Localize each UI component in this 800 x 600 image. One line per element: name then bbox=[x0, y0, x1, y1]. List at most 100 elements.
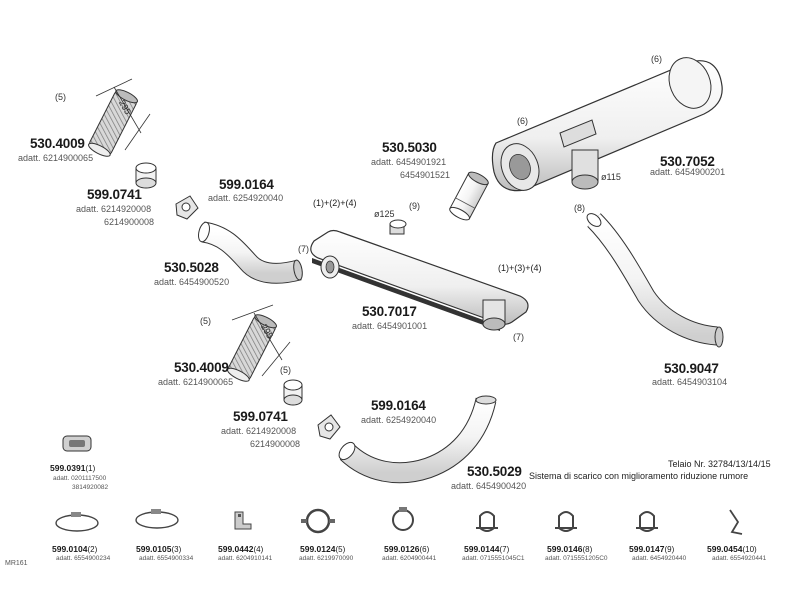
part-code: 530.4009 bbox=[174, 360, 229, 375]
bottom-part-num: (9) bbox=[664, 545, 675, 554]
bottom-part-num: (5) bbox=[335, 545, 346, 554]
part-adatt: adatt. 6454900520 bbox=[154, 277, 230, 287]
bottom-part-code-text: 599.0105 bbox=[136, 544, 172, 554]
system-description: Sistema di scarico con miglioramento rid… bbox=[529, 471, 749, 481]
part-adatt: adatt. 6214900065 bbox=[158, 377, 234, 387]
note-muffler-right: (1)+(3)+(4) bbox=[498, 263, 542, 273]
bottom-part-adatt: adatt. 6204900441 bbox=[382, 555, 437, 562]
part-code: 599.0741 bbox=[233, 409, 288, 424]
bottom-part-num: (10) bbox=[742, 545, 757, 554]
ref-ring-bottom: (5) bbox=[280, 365, 291, 375]
silencer-530-7052 bbox=[491, 57, 723, 192]
note-muffler-top: (1)+(2)+(4) bbox=[313, 198, 357, 208]
side-part-code: 599.0391(1) bbox=[50, 464, 95, 473]
bottom-part-code-text: 599.0126 bbox=[384, 544, 420, 554]
part-code: 530.7052 bbox=[660, 154, 715, 169]
bottom-part-code: 599.0454(10) bbox=[707, 545, 757, 554]
frame-number: Telaio Nr. 32784/13/14/15 bbox=[668, 459, 771, 469]
side-part-adatt: 3814920082 bbox=[72, 484, 109, 491]
bottom-part-adatt: adatt. 6204910141 bbox=[218, 555, 273, 562]
bottom-part-num: (7) bbox=[499, 545, 510, 554]
bottom-part-code: 599.0146(8) bbox=[547, 545, 592, 554]
ref-flex-top: (5) bbox=[55, 92, 66, 102]
bottom-part-adatt: adatt. 6454920440 bbox=[632, 555, 687, 562]
part-adatt: adatt. 6254920040 bbox=[208, 193, 284, 203]
bottom-part-code-text: 599.0454 bbox=[707, 544, 743, 554]
part-adatt: adatt. 6214920008 bbox=[76, 204, 152, 214]
bottom-part-code-text: 599.0146 bbox=[547, 544, 583, 554]
bent-pipe-530-5028 bbox=[198, 221, 303, 284]
bottom-part-num: (8) bbox=[582, 545, 593, 554]
bracket-icon bbox=[234, 511, 252, 530]
flex-pipe-top bbox=[88, 78, 151, 157]
bottom-part-code: 599.0147(9) bbox=[629, 545, 674, 554]
part-code: 530.9047 bbox=[664, 361, 719, 376]
bottom-part-code: 599.0144(7) bbox=[464, 545, 509, 554]
bottom-part-code-text: 599.0144 bbox=[464, 544, 500, 554]
part-adatt: adatt. 6454903104 bbox=[652, 377, 728, 387]
bottom-part-code-text: 599.0124 bbox=[300, 544, 336, 554]
part-adatt: adatt. 6454901001 bbox=[352, 321, 428, 331]
part-code: 530.5029 bbox=[467, 464, 522, 479]
hanger-icon bbox=[729, 509, 743, 535]
part-adatt: 6214900008 bbox=[104, 217, 155, 227]
part-adatt: adatt. 6454901921 bbox=[371, 157, 447, 167]
ref-muffler: (7) bbox=[513, 332, 524, 342]
bottom-part-code: 599.0104(2) bbox=[52, 545, 97, 554]
part-code: 599.0164 bbox=[371, 398, 426, 413]
side-part-adatt: adatt. 0201117500 bbox=[53, 475, 107, 482]
gasket-599-0391-icon bbox=[62, 435, 92, 452]
ring-clamp-icon bbox=[392, 507, 414, 531]
ref-tail-pipe: (8) bbox=[574, 203, 585, 213]
bottom-part-code-text: 599.0104 bbox=[52, 544, 88, 554]
clamp-top bbox=[175, 195, 199, 220]
ref-pipe-5028: (7) bbox=[298, 244, 309, 254]
flex-pipe-bottom bbox=[227, 304, 291, 382]
bottom-part-code: 599.0442(4) bbox=[218, 545, 263, 554]
u-clamp-icon bbox=[636, 511, 658, 532]
ref-silencer-top: (6) bbox=[651, 54, 662, 64]
bent-pipe-530-5029 bbox=[338, 395, 497, 484]
bottom-part-adatt: adatt. 6554900234 bbox=[56, 555, 111, 562]
part-code: 599.0164 bbox=[219, 177, 274, 192]
side-part-num: (1) bbox=[85, 464, 96, 473]
short-pipe-530-5030 bbox=[449, 171, 489, 221]
clamp-bottom bbox=[317, 414, 341, 440]
clamp-band-icon bbox=[55, 512, 99, 532]
part-code: 530.5030 bbox=[382, 140, 437, 155]
bottom-part-code-text: 599.0147 bbox=[629, 544, 665, 554]
dia-muffler: ø125 bbox=[374, 209, 395, 219]
bottom-part-code: 599.0105(3) bbox=[136, 545, 181, 554]
bottom-part-adatt: adatt. 6219970090 bbox=[299, 555, 354, 562]
ref-pipe-5030: (9) bbox=[409, 201, 420, 211]
part-adatt: 6454901521 bbox=[400, 170, 451, 180]
tail-pipe-530-9047 bbox=[586, 213, 724, 348]
bottom-part-adatt: adatt. 6554900334 bbox=[139, 555, 194, 562]
part-adatt: adatt. 6454900420 bbox=[451, 481, 527, 491]
sealing-ring-top bbox=[135, 162, 157, 189]
corner-code: MR161 bbox=[5, 560, 28, 567]
bottom-part-num: (2) bbox=[87, 545, 98, 554]
bottom-part-num: (4) bbox=[253, 545, 264, 554]
flange-clamp-icon bbox=[301, 508, 335, 534]
bottom-part-adatt: adatt. 0715551045C1 bbox=[462, 555, 525, 562]
bottom-part-adatt: adatt. 6554920441 bbox=[712, 555, 767, 562]
part-code: 530.7017 bbox=[362, 304, 417, 319]
bottom-part-adatt: adatt. 0715551205C0 bbox=[545, 555, 608, 562]
part-adatt: 6214900008 bbox=[250, 439, 301, 449]
part-adatt: adatt. 6214920008 bbox=[221, 426, 297, 436]
part-adatt: adatt. 6454900201 bbox=[650, 167, 726, 177]
bottom-part-code: 599.0124(5) bbox=[300, 545, 345, 554]
sealing-ring-bottom bbox=[283, 379, 303, 406]
u-clamp-icon bbox=[555, 511, 577, 532]
ref-flex-bottom: (5) bbox=[200, 316, 211, 326]
clamp-band-icon bbox=[135, 509, 179, 529]
part-code: 530.4009 bbox=[30, 136, 85, 151]
side-part-code-text: 599.0391 bbox=[50, 463, 86, 473]
bottom-part-num: (6) bbox=[419, 545, 430, 554]
bottom-part-code-text: 599.0442 bbox=[218, 544, 254, 554]
bottom-part-num: (3) bbox=[171, 545, 182, 554]
part-adatt: adatt. 6254920040 bbox=[361, 415, 437, 425]
